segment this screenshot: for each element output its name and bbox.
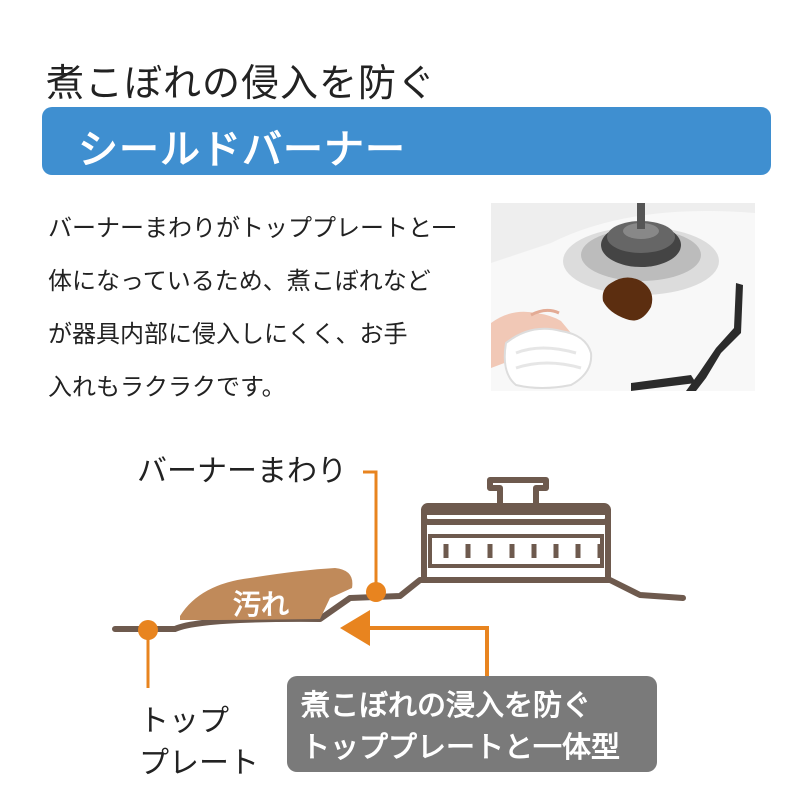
banner-title: シールドバーナー: [78, 127, 406, 173]
burner-cross-section-diagram: [112, 470, 686, 688]
dirt-label: 汚れ: [233, 588, 290, 621]
callout-line: 煮こぼれの浸入を防ぐ: [301, 688, 592, 722]
burner-pointer-dot: [366, 582, 386, 602]
description-line: 体になっているため、煮こぼれなど: [48, 267, 431, 295]
cleaning-photo-illustration: [491, 203, 755, 391]
burner-knob: [487, 477, 549, 506]
burner-lid: [421, 503, 611, 525]
callout-arrow-head: [340, 610, 370, 646]
description-text: バーナーまわりがトッププレートと一 体になっているため、煮こぼれなど が器具内部…: [48, 202, 468, 414]
dirt-blob: [180, 568, 353, 620]
callout-line: トッププレートと一体型: [301, 730, 621, 764]
section-banner: シールドバーナー: [42, 107, 771, 175]
top-plate-label: トップ: [139, 704, 229, 739]
description-line: が器具内部に侵入しにくく、お手: [48, 320, 408, 348]
callout-arrow-line: [370, 626, 489, 676]
burner-surround-label: バーナーまわり: [137, 454, 347, 489]
burner-pointer-line: [363, 470, 378, 592]
description-line: 入れもラクラクです。: [48, 373, 286, 401]
description-line: バーナーまわりがトッププレートと一: [48, 214, 456, 242]
top-plate-pointer-dot: [138, 620, 158, 640]
page-title: 煮こぼれの侵入を防ぐ: [46, 61, 437, 105]
cleaning-photo: [491, 203, 755, 391]
callout-box: 煮こぼれの浸入を防ぐ トッププレートと一体型: [287, 676, 657, 772]
top-plate-label: プレート: [139, 746, 259, 781]
burner-body: [421, 509, 611, 583]
burner-ports: [443, 544, 603, 558]
